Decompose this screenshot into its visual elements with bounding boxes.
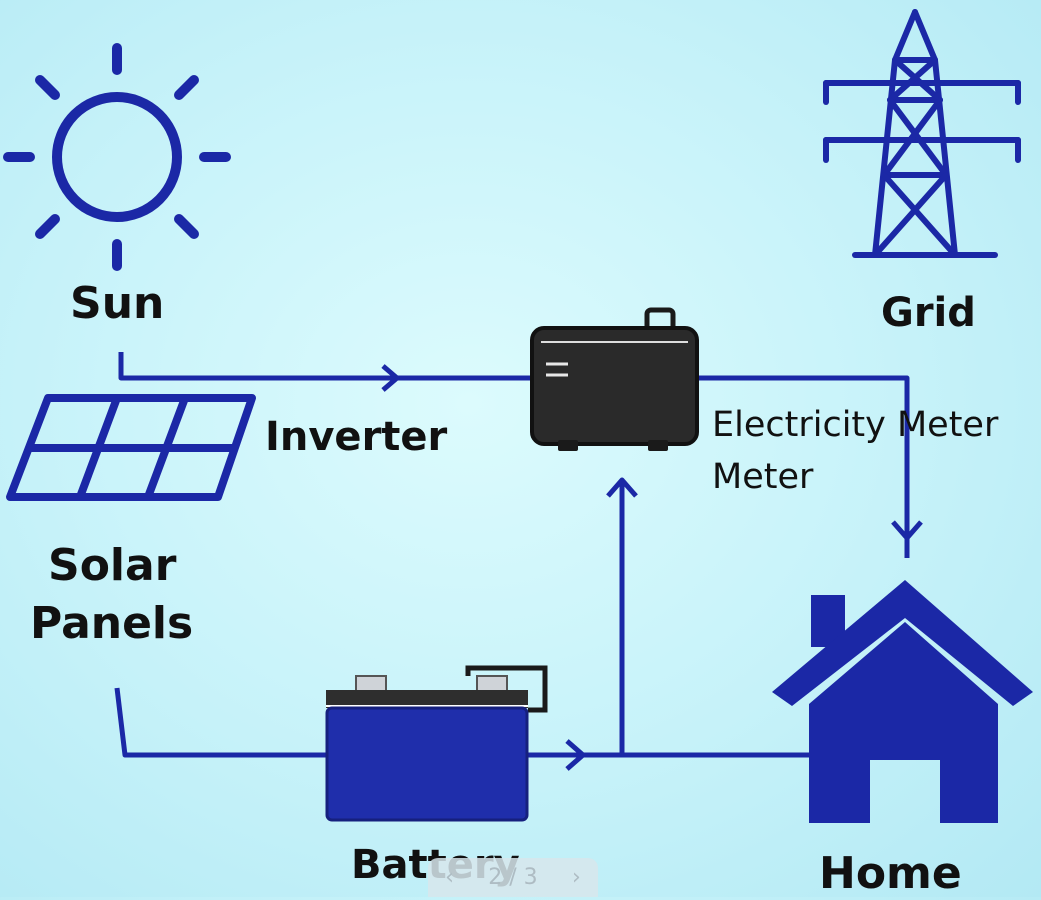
meter-label-line1: Electricity Meter: [712, 405, 999, 445]
home-label: Home: [819, 848, 962, 899]
solar-panel-icon: [6, 394, 256, 501]
battery-icon: [325, 665, 548, 822]
sun-icon: [3, 43, 231, 271]
inverter-label: Inverter: [265, 414, 448, 460]
pager-counter: 2 / 3: [488, 865, 538, 890]
solar-panels-label-line1: Solar: [48, 540, 177, 591]
grid-label: Grid: [881, 290, 976, 336]
inverter-icon: [530, 307, 699, 451]
meter-label-line2: Meter: [712, 457, 814, 497]
pager-prev-button[interactable]: ‹: [445, 865, 454, 890]
sun-label: Sun: [70, 278, 165, 329]
solar-panels-label-line2: Panels: [30, 598, 194, 649]
power-tower-icon: [823, 9, 1021, 258]
house-icon: [772, 580, 1033, 823]
flow-lines: [114, 352, 923, 771]
image-pager: ‹ 2 / 3 ›: [428, 858, 598, 897]
pager-next-button[interactable]: ›: [572, 865, 581, 890]
